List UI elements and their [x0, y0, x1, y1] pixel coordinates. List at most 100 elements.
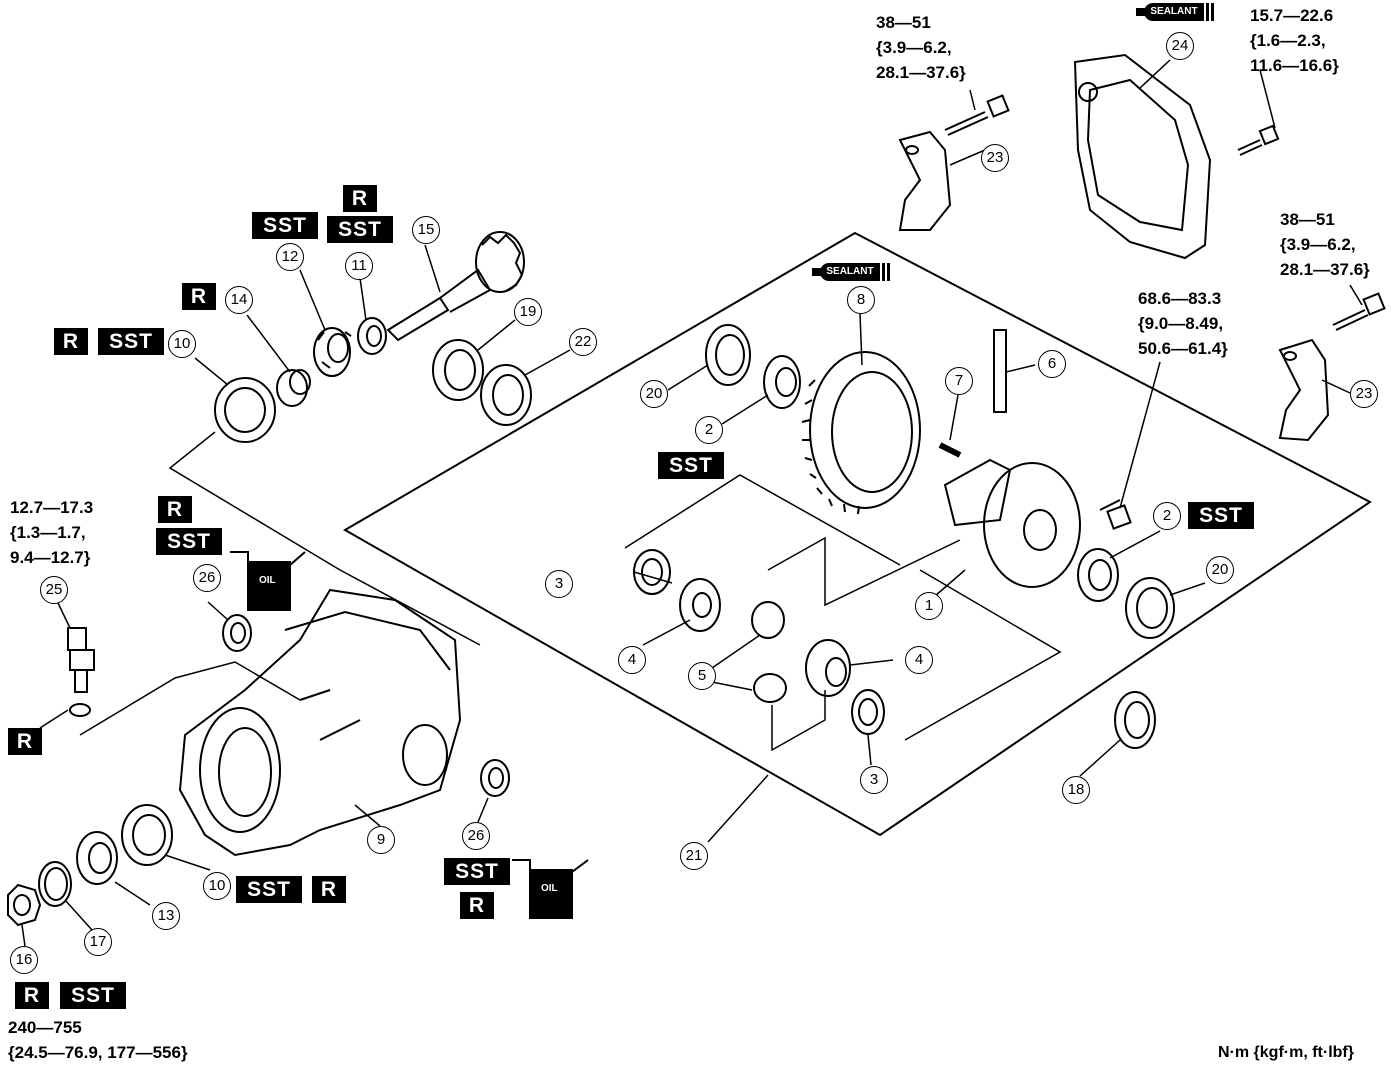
part-18-seal [1114, 691, 1156, 749]
sst-badge: SST [327, 216, 393, 243]
torque-spec-pinion-nut: 240—755 {24.5—76.9, 177—556} [8, 1018, 188, 1062]
callout-23: 23 [981, 144, 1009, 172]
cap-bolt-right [1332, 292, 1386, 331]
part-16-nut [7, 883, 42, 927]
r-badge: R [15, 982, 49, 1009]
sst-badge: SST [444, 858, 510, 885]
callout-24: 24 [1166, 32, 1194, 60]
torque-spec-ring-gear-bolt: 68.6—83.3 {9.0—8.49, 50.6—61.4} [1138, 289, 1228, 358]
callout-21: 21 [680, 842, 708, 870]
part-12-bearing [313, 327, 352, 377]
sst-badge: SST [658, 452, 724, 479]
part-19-seal [432, 339, 484, 401]
part-20-race-left [705, 324, 751, 386]
part-5-pinion-gear-lower [753, 673, 787, 703]
callout-18: 18 [1062, 776, 1090, 804]
sealant-label: SEALANT [820, 263, 880, 281]
oil-can-icon-bottom [512, 859, 589, 919]
units-note: N·m {kgf·m, ft·lbf} [1218, 1044, 1354, 1061]
part-7-pin [938, 442, 962, 458]
part-11-washer [357, 317, 387, 355]
part-20-race-right [1125, 577, 1175, 639]
callout-2: 2 [1153, 502, 1181, 530]
part-10-bearing-race-bottom [121, 804, 173, 866]
part-13-bearing [76, 831, 118, 885]
callout-8: 8 [847, 286, 875, 314]
part-26-seal-top [222, 614, 252, 652]
pinion-group-outline [168, 431, 481, 646]
callout-3: 3 [860, 766, 888, 794]
callout-26: 26 [462, 822, 490, 850]
part-10-bearing-race-top [214, 377, 276, 443]
callout-12: 12 [276, 243, 304, 271]
callout-2: 2 [695, 416, 723, 444]
part-23-bearing-cap-right [1278, 338, 1330, 442]
sst-badge: SST [1188, 502, 1254, 529]
sst-badge: SST [236, 876, 302, 903]
part-5-pinion-gear-upper [751, 601, 785, 639]
r-badge: R [460, 892, 494, 919]
callout-5: 5 [688, 662, 716, 690]
callout-4: 4 [618, 646, 646, 674]
sst-badge: SST [156, 528, 222, 555]
part-6-pinion-shaft [993, 329, 1007, 413]
sst-badge: SST [98, 328, 164, 355]
ring-gear-bolt [1099, 499, 1132, 530]
callout-23: 23 [1350, 380, 1378, 408]
oil-label: OIL [541, 883, 558, 894]
leader-lines [21, 59, 1363, 947]
r-badge: R [158, 496, 192, 523]
callout-9: 9 [367, 826, 395, 854]
gear-guide-lines [624, 474, 901, 566]
callout-4: 4 [905, 646, 933, 674]
r-badge: R [54, 328, 88, 355]
torque-spec-cover-bolt: 15.7—22.6 {1.6—2.3, 11.6—16.6} [1250, 6, 1339, 75]
r-badge: R [182, 283, 216, 310]
r-badge: R [8, 728, 42, 755]
callout-6: 6 [1038, 350, 1066, 378]
r-badge: R [312, 876, 346, 903]
callout-19: 19 [514, 298, 542, 326]
part-22-seal [480, 364, 532, 426]
callout-26: 26 [193, 564, 221, 592]
sealant-label: SEALANT [1144, 3, 1204, 21]
differential-group-frame [342, 231, 1372, 837]
callout-20: 20 [1206, 556, 1234, 584]
cap-bolt-top [944, 94, 1010, 136]
cover-bolt [1237, 124, 1280, 156]
part-23-bearing-cap-top [898, 130, 952, 231]
part-3-washer-right [851, 689, 885, 735]
callout-17: 17 [84, 928, 112, 956]
sst-badge: SST [60, 982, 126, 1009]
callout-10: 10 [203, 872, 231, 900]
gear-guide-lines-3 [771, 690, 826, 752]
callout-14: 14 [225, 286, 253, 314]
torque-spec-sensor: 12.7—17.3 {1.3—1.7, 9.4—12.7} [10, 498, 94, 567]
torque-spec-cap-bolt-top: 38—51 {3.9—6.2, 28.1—37.6} [876, 13, 966, 82]
callout-13: 13 [152, 902, 180, 930]
part-4-side-gear-left [679, 578, 721, 632]
gear-guide-lines-2 [767, 536, 961, 607]
part-8-ring-gear [801, 351, 921, 515]
part-9-carrier-housing [178, 588, 462, 857]
part-4-side-gear-right [805, 639, 851, 697]
part-2-bearing-right [1077, 548, 1119, 602]
callout-16: 16 [10, 946, 38, 974]
part-17-washer [38, 861, 72, 907]
callout-20: 20 [640, 380, 668, 408]
oil-can-icon-top [230, 551, 306, 611]
sealant-icon-ring-gear: SEALANT [812, 263, 892, 281]
part-14-spacer [276, 369, 311, 407]
sst-badge: SST [252, 212, 318, 239]
part-3-washer-left [633, 549, 671, 595]
callout-11: 11 [345, 252, 373, 280]
callout-7: 7 [945, 367, 973, 395]
callout-10: 10 [168, 330, 196, 358]
callout-22: 22 [569, 328, 597, 356]
part-15-drive-pinion [386, 231, 525, 342]
r-badge: R [343, 185, 377, 212]
gear-guide-lines-4 [904, 569, 1062, 741]
torque-spec-cap-bolt-right: 38—51 {3.9—6.2, 28.1—37.6} [1280, 210, 1370, 279]
part-2-bearing-left [763, 355, 801, 409]
